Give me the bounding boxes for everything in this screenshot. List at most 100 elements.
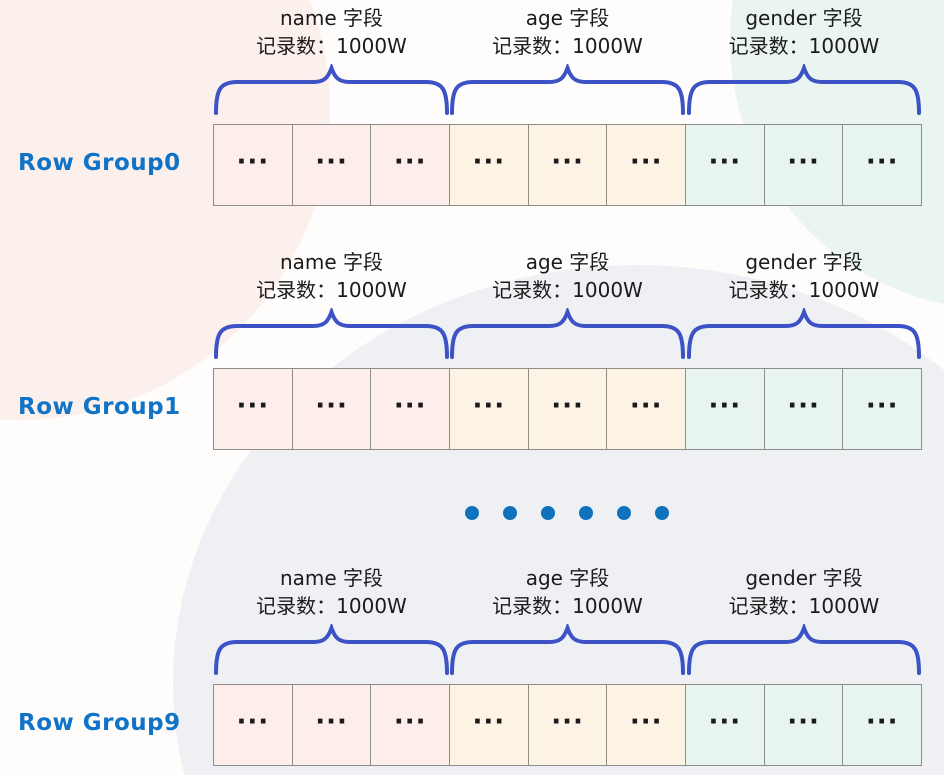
column-title: gender 字段 xyxy=(745,6,863,30)
column-header-gender: gender 字段 记录数：1000W xyxy=(686,248,922,304)
cell-ellipsis-text: ... xyxy=(236,700,270,731)
column-title: name 字段 xyxy=(279,250,384,274)
column-chunk-cell: ... xyxy=(292,685,372,765)
column-title: name 字段 xyxy=(279,566,384,590)
cell-ellipsis-text: ... xyxy=(315,700,348,731)
cell-ellipsis-text: ... xyxy=(787,384,820,415)
cell-ellipsis-text: ... xyxy=(393,700,427,731)
cell-ellipsis-text: ... xyxy=(472,384,506,415)
column-chunk-cell: ... xyxy=(764,685,844,765)
column-chunk-cell: ... xyxy=(607,369,687,449)
column-record-count: 记录数：1000W xyxy=(256,278,407,302)
ellipsis-dot-icon xyxy=(465,506,479,520)
brace-icon xyxy=(686,64,922,115)
cell-ellipsis-text: ... xyxy=(629,700,663,731)
column-chunk-cell: ... xyxy=(214,125,293,205)
brace-icon xyxy=(686,308,922,359)
cell-ellipsis-text: ... xyxy=(629,384,663,415)
ellipsis-dot-icon xyxy=(503,506,517,520)
cell-ellipsis-text: ... xyxy=(787,700,820,731)
column-chunk-cell: ... xyxy=(843,685,922,765)
cell-ellipsis-text: ... xyxy=(708,140,742,171)
cell-ellipsis-text: ... xyxy=(865,384,899,415)
row-group-section-1: Row Group1 name 字段 记录数：1000W age 字段 记录数：… xyxy=(0,244,944,454)
brace-icon xyxy=(214,308,449,359)
column-chunk-cell: ... xyxy=(371,685,451,765)
column-header-gender: gender 字段 记录数：1000W xyxy=(686,4,922,60)
brace-icon xyxy=(686,624,922,675)
row-group-label: Row Group1 xyxy=(18,394,181,420)
column-record-count: 记录数：1000W xyxy=(728,34,880,58)
column-chunk-cell: ... xyxy=(214,369,293,449)
column-chunk-cell: ... xyxy=(371,369,451,449)
column-header-name: name 字段 记录数：1000W xyxy=(213,4,450,60)
column-chunk-row: ........................... xyxy=(213,124,922,206)
column-chunk-cell: ... xyxy=(764,369,844,449)
row-group-section-0: Row Group0 name 字段 记录数：1000W age 字段 记录数：… xyxy=(0,0,944,210)
column-title: age 字段 xyxy=(525,566,610,590)
brace-icon xyxy=(214,624,449,675)
column-record-count: 记录数：1000W xyxy=(492,34,643,58)
column-chunk-cell: ... xyxy=(528,125,608,205)
column-record-count: 记录数：1000W xyxy=(256,34,407,58)
cell-ellipsis-text: ... xyxy=(551,140,584,171)
column-chunk-cell: ... xyxy=(214,685,293,765)
cell-ellipsis-text: ... xyxy=(629,140,663,171)
column-chunk-cell: ... xyxy=(528,369,608,449)
column-chunk-cell: ... xyxy=(686,125,765,205)
column-record-count: 记录数：1000W xyxy=(492,594,643,618)
cell-ellipsis-text: ... xyxy=(787,140,820,171)
column-chunk-cell: ... xyxy=(607,685,687,765)
cell-ellipsis-text: ... xyxy=(236,140,270,171)
column-chunk-cell: ... xyxy=(450,685,529,765)
brace-icon xyxy=(450,64,685,115)
cell-ellipsis-text: ... xyxy=(393,140,427,171)
cell-ellipsis-text: ... xyxy=(315,384,348,415)
column-record-count: 记录数：1000W xyxy=(256,594,407,618)
column-chunk-cell: ... xyxy=(843,369,922,449)
column-chunk-cell: ... xyxy=(371,125,451,205)
column-chunk-cell: ... xyxy=(764,125,844,205)
column-record-count: 记录数：1000W xyxy=(728,594,880,618)
column-chunk-cell: ... xyxy=(686,369,765,449)
column-title: gender 字段 xyxy=(745,250,863,274)
ellipsis-dot-icon xyxy=(541,506,555,520)
column-chunk-cell: ... xyxy=(450,369,529,449)
cell-ellipsis-text: ... xyxy=(472,700,506,731)
column-chunk-cell: ... xyxy=(292,369,372,449)
cell-ellipsis-text: ... xyxy=(472,140,506,171)
column-header-name: name 字段 记录数：1000W xyxy=(213,248,450,304)
column-chunk-cell: ... xyxy=(450,125,529,205)
column-chunk-row: ........................... xyxy=(213,368,922,450)
column-record-count: 记录数：1000W xyxy=(728,278,880,302)
more-row-groups-ellipsis xyxy=(465,506,669,520)
brace-icon xyxy=(450,308,685,359)
row-group-label: Row Group9 xyxy=(18,710,181,736)
cell-ellipsis-text: ... xyxy=(551,384,584,415)
cell-ellipsis-text: ... xyxy=(393,384,427,415)
column-chunk-cell: ... xyxy=(292,125,372,205)
cell-ellipsis-text: ... xyxy=(551,700,584,731)
cell-ellipsis-text: ... xyxy=(708,700,742,731)
column-chunk-cell: ... xyxy=(607,125,687,205)
cell-ellipsis-text: ... xyxy=(865,700,899,731)
column-title: name 字段 xyxy=(279,6,384,30)
row-group-section-9: Row Group9 name 字段 记录数：1000W age 字段 记录数：… xyxy=(0,560,944,770)
cell-ellipsis-text: ... xyxy=(865,140,899,171)
column-chunk-cell: ... xyxy=(686,685,765,765)
column-title: gender 字段 xyxy=(745,566,863,590)
column-header-name: name 字段 记录数：1000W xyxy=(213,564,450,620)
cell-ellipsis-text: ... xyxy=(236,384,270,415)
cell-ellipsis-text: ... xyxy=(315,140,348,171)
column-chunk-cell: ... xyxy=(843,125,922,205)
row-group-label: Row Group0 xyxy=(18,150,181,176)
column-chunk-row: ........................... xyxy=(213,684,922,766)
column-record-count: 记录数：1000W xyxy=(492,278,643,302)
column-header-age: age 字段 记录数：1000W xyxy=(449,4,686,60)
column-chunk-cell: ... xyxy=(528,685,608,765)
ellipsis-dot-icon xyxy=(617,506,631,520)
brace-icon xyxy=(214,64,449,115)
ellipsis-dot-icon xyxy=(579,506,593,520)
column-header-age: age 字段 记录数：1000W xyxy=(449,564,686,620)
